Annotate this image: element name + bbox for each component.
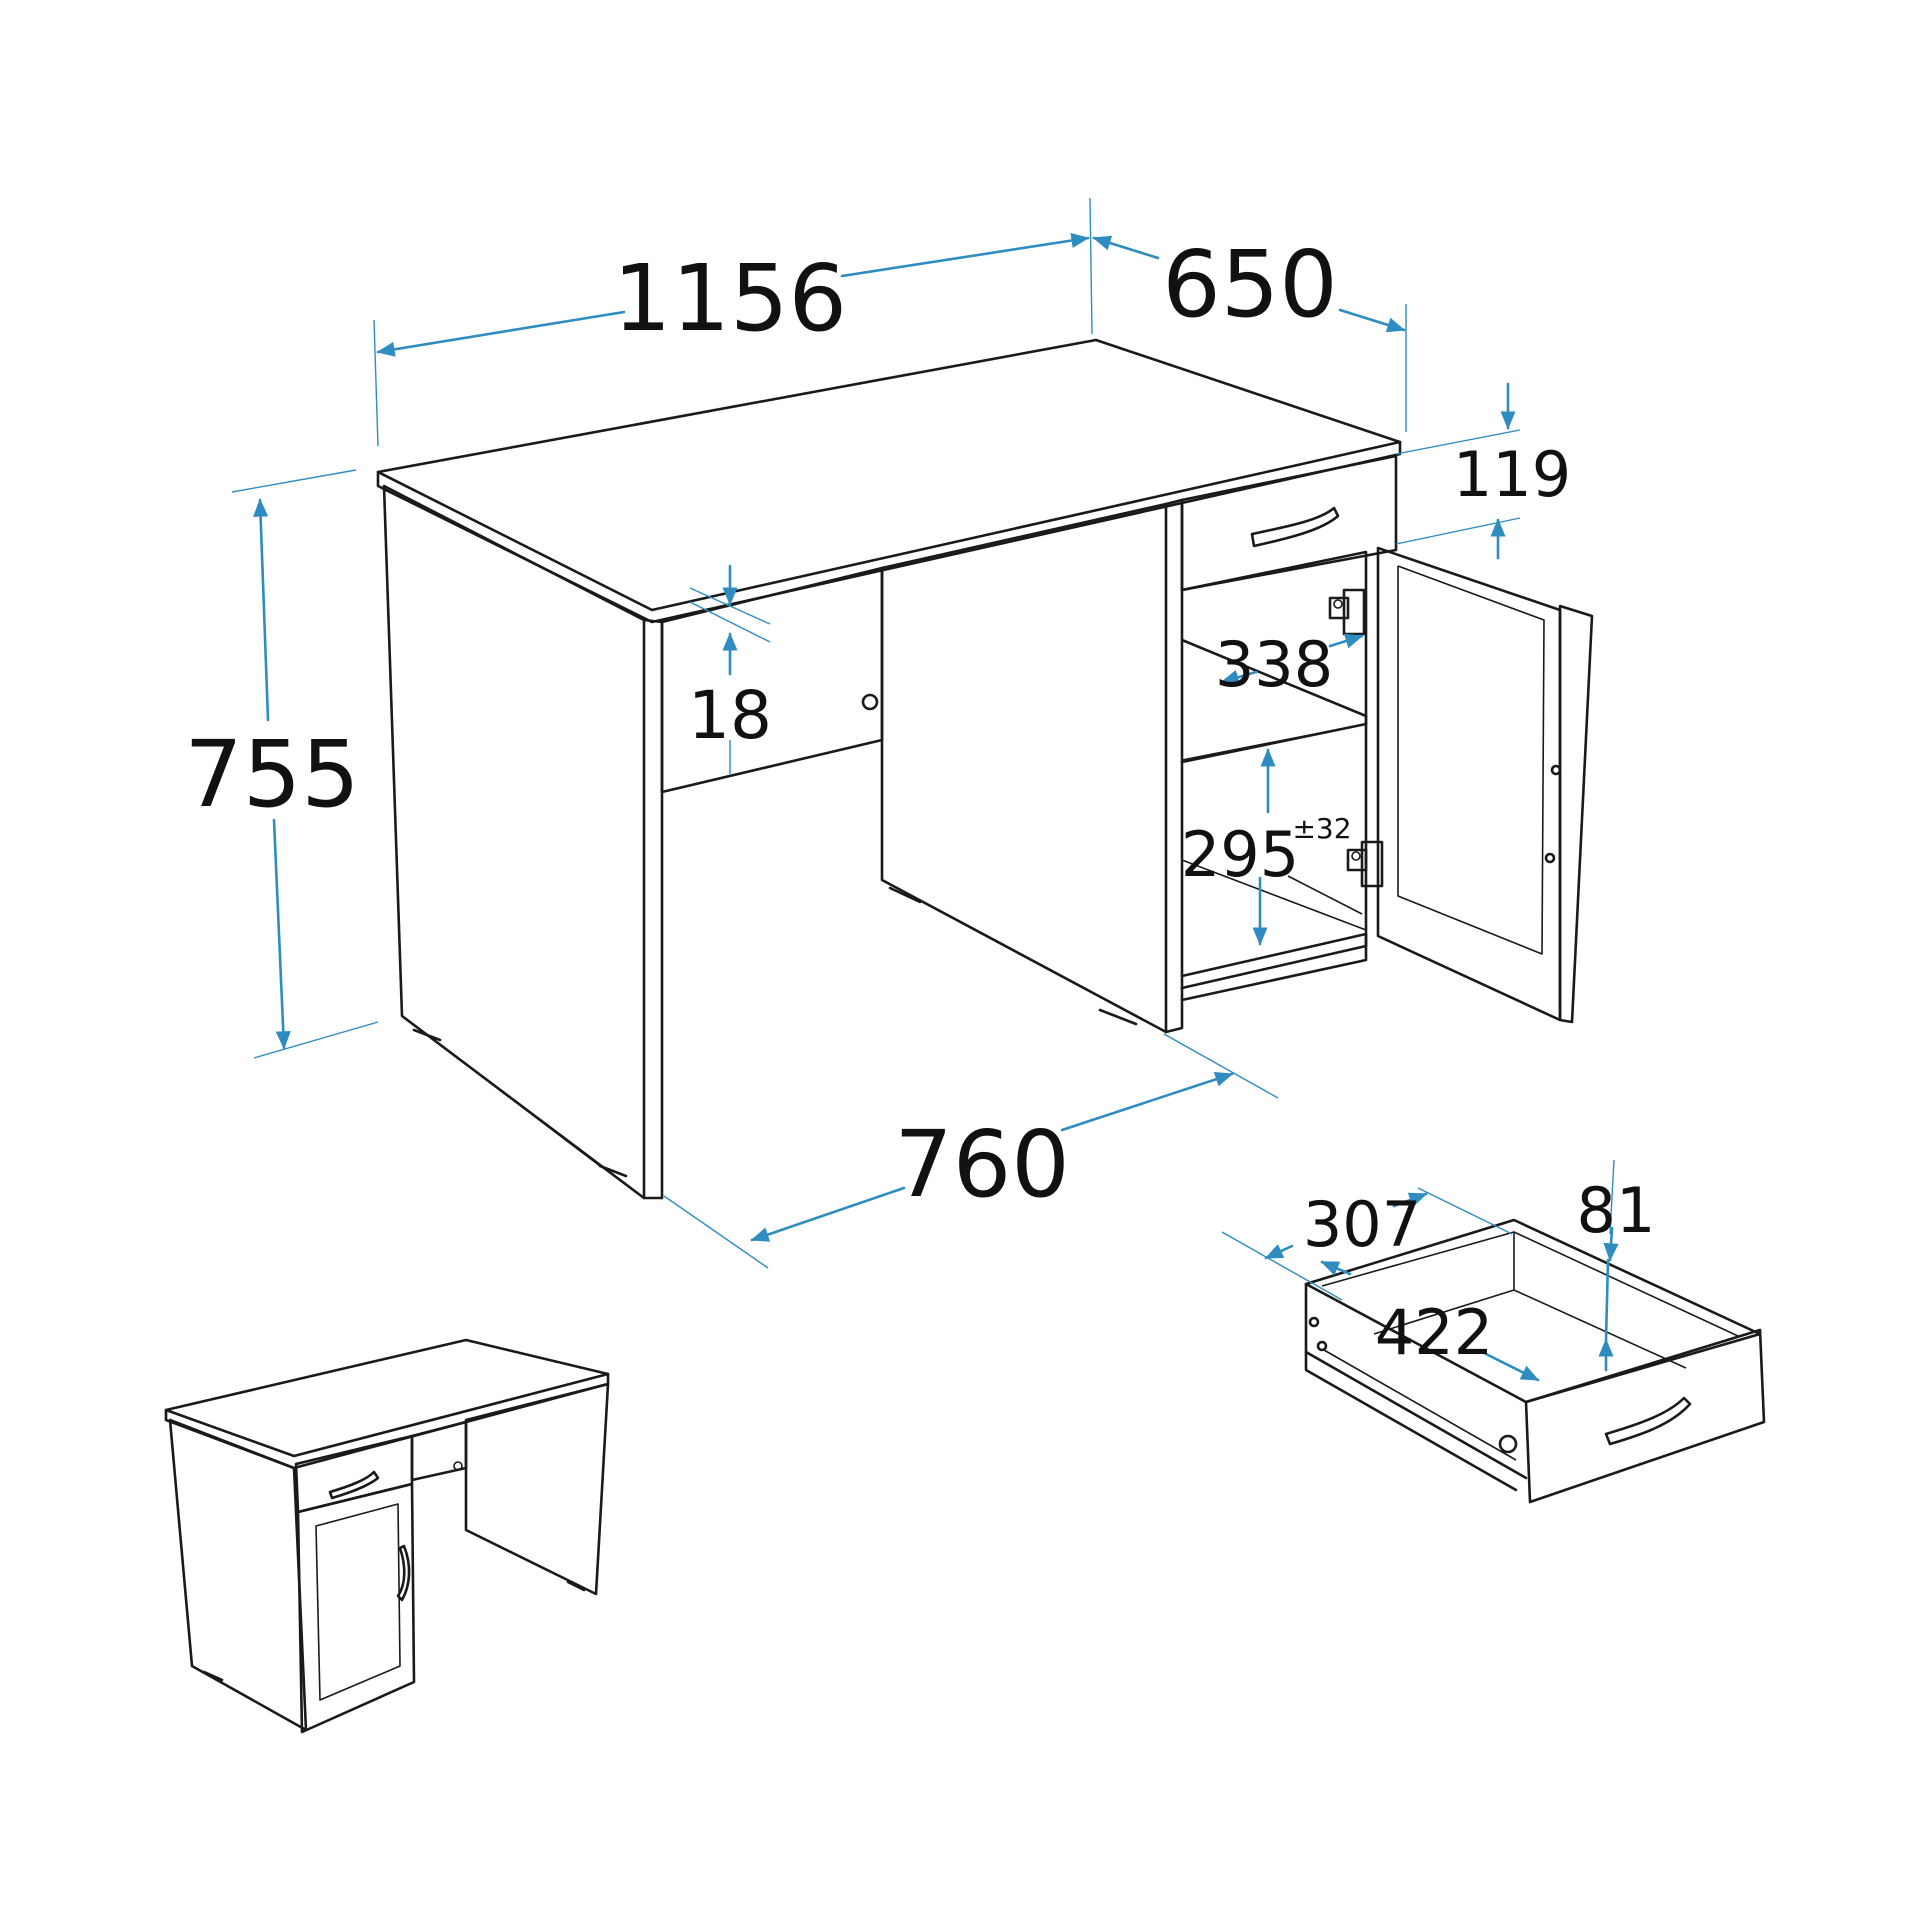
assembled-desk-view bbox=[164, 1338, 610, 1734]
dim-drawer-front-label: 119 bbox=[1453, 438, 1571, 511]
dim-drawer-width-label: 307 bbox=[1303, 1188, 1421, 1261]
cabinet-shelf bbox=[1180, 638, 1368, 764]
drawer-detail-handle bbox=[1604, 1396, 1692, 1446]
drawer-runner bbox=[1304, 1350, 1518, 1492]
drawer-handle bbox=[1250, 506, 1340, 548]
desk-top-front-edge bbox=[376, 440, 1402, 624]
dim-shelf-depth-label: 338 bbox=[1215, 628, 1333, 701]
dim-leg-space-label: 760 bbox=[894, 1111, 1070, 1218]
desk-main-view bbox=[376, 338, 1594, 1200]
middle-panel bbox=[880, 502, 1168, 1034]
drawer-detail-front bbox=[1524, 1328, 1766, 1504]
left-leg-panel bbox=[382, 484, 646, 1200]
drawer-detail-view bbox=[1221, 1159, 1766, 1504]
dim-depth-label: 650 bbox=[1162, 231, 1338, 338]
dim-drawer-height-label: 81 bbox=[1577, 1174, 1656, 1247]
dim-drawer-depth-label: 422 bbox=[1375, 1296, 1493, 1369]
dim-shelf-tolerance-label: ±32 bbox=[1292, 812, 1351, 845]
cabinet-bottom bbox=[1180, 932, 1368, 990]
dim-top-thickness-label: 18 bbox=[688, 677, 772, 754]
door-edge bbox=[1558, 604, 1594, 1024]
cabinet-side bbox=[1180, 550, 1368, 1002]
cam-lock-hole bbox=[861, 693, 879, 711]
hinge-upper bbox=[1328, 588, 1366, 636]
cabinet-door bbox=[1376, 546, 1562, 1022]
dim-shelf-gap-label: 295 bbox=[1181, 818, 1299, 891]
hinge-lower bbox=[1346, 840, 1384, 888]
dim-width-label: 1156 bbox=[613, 245, 847, 352]
dimension-labels: 1156 650 755 760 18 119 338 295 ±32 307 … bbox=[184, 231, 1655, 1369]
drawer-front bbox=[1180, 454, 1398, 592]
dim-height-label: 755 bbox=[184, 721, 360, 828]
door-knob-hole bbox=[1550, 764, 1562, 776]
dimension-lines bbox=[231, 197, 1521, 1269]
